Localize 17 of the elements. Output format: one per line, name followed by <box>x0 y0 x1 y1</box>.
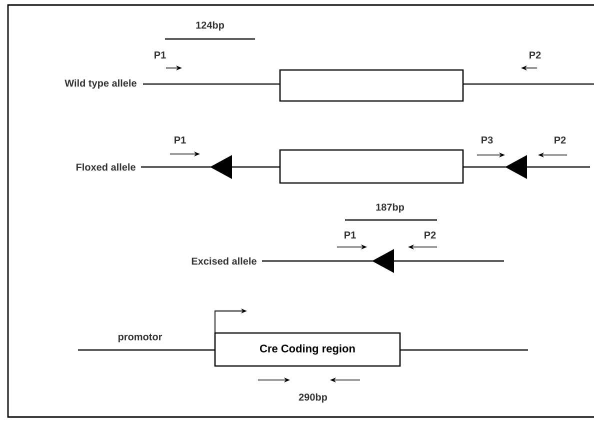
primer-label: P1 <box>344 232 356 238</box>
region-label: promotor <box>118 334 162 342</box>
primer-label: P2 <box>530 52 541 58</box>
primer-label: P2 <box>554 136 566 144</box>
allele-label: Excised allele <box>192 257 256 265</box>
size-label: 124bp <box>196 21 224 31</box>
exon-box <box>279 149 464 184</box>
allele-label: Wild type allele <box>64 79 136 89</box>
primer-label: P1 <box>154 52 166 58</box>
size-label: 290bp <box>298 393 328 403</box>
allele-label: Floxed allele <box>76 163 136 171</box>
exon-box <box>279 69 464 102</box>
primer-label: P3 <box>482 136 493 144</box>
primer-label: P1 <box>174 136 186 144</box>
size-label: 187bp <box>376 203 404 213</box>
primer-label: P2 <box>424 232 436 238</box>
coding-region-box: Cre Coding region <box>214 332 401 367</box>
